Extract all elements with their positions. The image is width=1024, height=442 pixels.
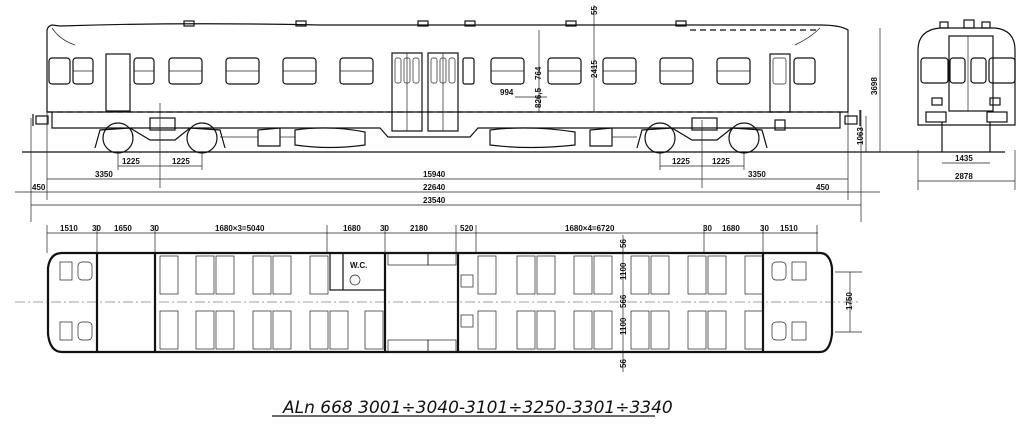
dim-30-d: 30: [703, 224, 712, 233]
roof-vents: [183, 20, 687, 27]
seats: [159, 255, 764, 350]
dim-1650: 1650: [114, 224, 132, 233]
dim-length-body: 22640: [423, 183, 446, 192]
dim-30-e: 30: [760, 224, 769, 233]
dim-overhang-right: 3350: [748, 170, 766, 179]
dim-roof-offset: 55: [590, 6, 599, 15]
dim-30-b: 30: [150, 224, 159, 233]
plan-top-dimensions: 1510 30 1650 30 1680×3=5040 1680 30 2180…: [46, 224, 818, 253]
plan-cross-dimensions: 56 1100 566 1100 56 1750: [619, 235, 862, 372]
plan-view: W.C.: [15, 224, 862, 372]
dim-1680-right: 1680: [722, 224, 740, 233]
dim-sill-height: 826,5: [534, 87, 543, 108]
dim-1510-left: 1510: [60, 224, 78, 233]
side-dimensions: 1225 1225 1225 1225 3350 15940 3350 450 …: [15, 5, 881, 222]
dim-30-c: 30: [380, 224, 389, 233]
dim-1680-wc: 1680: [343, 224, 361, 233]
dim-520: 520: [460, 224, 474, 233]
bogies: [94, 117, 786, 154]
dim-seat-bays-left: 1680×3=5040: [215, 224, 265, 233]
dim-length-buffers: 23540: [423, 196, 446, 205]
drawing-title: ALn 668 3001÷3040-3101÷3250-3301÷3340: [282, 398, 673, 418]
dim-bogie-centers: 15940: [423, 170, 446, 179]
dim-gauge: 1435: [955, 154, 973, 163]
dim-body-height: 2415: [590, 60, 599, 78]
dim-566: 566: [619, 294, 628, 308]
dim-56-bottom: 56: [619, 359, 628, 368]
dim-1100-bottom: 1100: [619, 317, 628, 335]
dim-buffer-left: 450: [32, 183, 46, 192]
dim-1510-right: 1510: [780, 224, 798, 233]
dim-window-height: 764: [534, 66, 543, 80]
dim-floor-height: 1063: [856, 127, 865, 145]
dim-1225-b: 1225: [172, 157, 190, 166]
dim-1225-a: 1225: [122, 157, 140, 166]
dim-width: 2878: [955, 172, 973, 181]
side-windows: [48, 52, 816, 132]
dim-total-height: 3698: [870, 77, 879, 95]
dim-seat-bays-right: 1680×4=6720: [565, 224, 615, 233]
side-view: 1225 1225 1225 1225 3350 15940 3350 450 …: [15, 5, 1005, 222]
dim-buffer-right: 450: [816, 183, 830, 192]
dim-30-a: 30: [92, 224, 101, 233]
dim-56-top: 56: [619, 239, 628, 248]
dim-1225-c: 1225: [672, 157, 690, 166]
dim-1225-d: 1225: [712, 157, 730, 166]
dim-2180: 2180: [410, 224, 428, 233]
dim-1100-top: 1100: [619, 262, 628, 280]
wc-label: W.C.: [350, 261, 367, 270]
dim-window-width: 994: [500, 88, 514, 97]
end-view: 1435 2878: [917, 19, 1016, 190]
dim-1750: 1750: [845, 292, 854, 310]
dim-overhang-left: 3350: [95, 170, 113, 179]
